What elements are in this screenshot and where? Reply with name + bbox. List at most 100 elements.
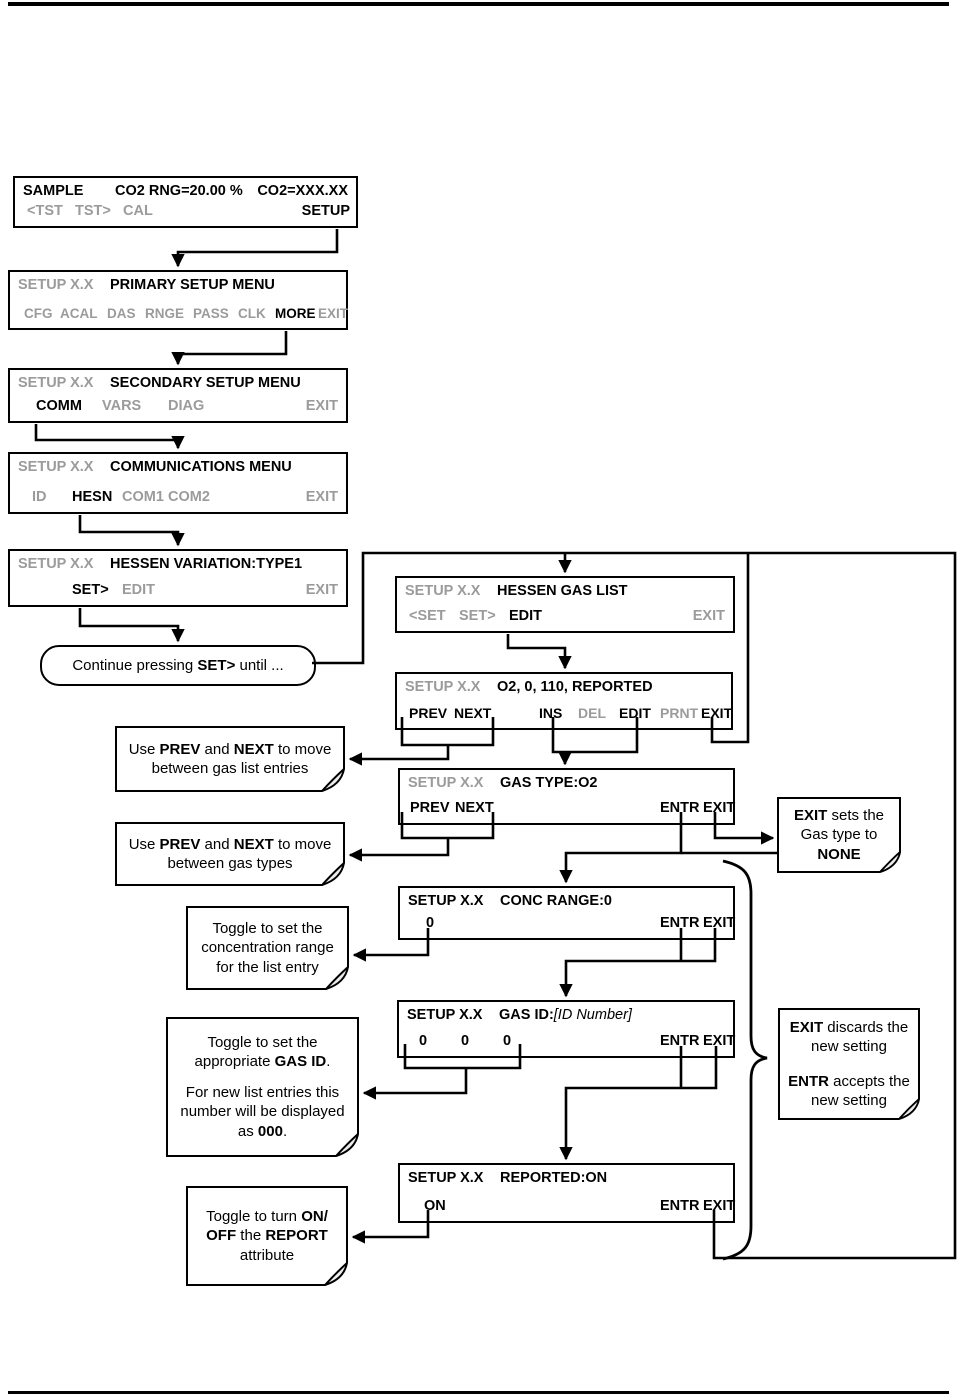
gas-id-label: GAS ID:	[499, 1007, 554, 1023]
screen-hessen-variation: SETUP X.X HESSEN VARIATION:TYPE1 SET> ED…	[8, 549, 348, 607]
note-gas-types: Use PREV and NEXT to move between gas ty…	[115, 822, 346, 887]
screen-sample: SAMPLE CO2 RNG=20.00 % CO2=XXX.XX <TST T…	[13, 176, 358, 228]
status-field: SETUP X.X	[408, 1170, 484, 1186]
screen-reported: SETUP X.X REPORTED:ON ON ENTR EXIT	[398, 1163, 735, 1223]
softkey-cfg: CFG	[24, 305, 53, 321]
softkey-exit: EXIT	[318, 305, 349, 321]
screen-title: GAS TYPE:O2	[500, 775, 598, 791]
softkey-clk: CLK	[238, 305, 266, 321]
mode-field: SAMPLE	[23, 183, 84, 199]
softkey-cal: CAL	[123, 202, 153, 219]
arrow-hesn-to-variation	[78, 515, 185, 547]
softkey-more: MORE	[275, 305, 316, 321]
softkey-tst-prev: <TST	[27, 202, 63, 219]
folded-corner-icon	[324, 1262, 349, 1287]
arrow-to-note-types	[348, 838, 450, 862]
folded-corner-icon	[325, 966, 350, 991]
softkey-digit-3: 0	[503, 1032, 512, 1049]
softkey-com1: COM1	[122, 488, 164, 505]
softkey-entr: ENTR	[660, 799, 700, 816]
status-field: SETUP X.X	[408, 893, 484, 909]
screen-title: SECONDARY SETUP MENU	[110, 375, 301, 391]
screen-communications-menu: SETUP X.X COMMUNICATIONS MENU ID HESN CO…	[8, 452, 348, 514]
softkey-hesn: HESN	[72, 488, 113, 505]
continue-pressing-bubble: Continue pressing SET> until ...	[40, 645, 316, 686]
status-field: SETUP X.X	[18, 277, 94, 293]
folded-corner-icon	[335, 1133, 360, 1158]
note-text: Use PREV and NEXT to move between gas li…	[128, 740, 332, 778]
softkey-exit: EXIT	[703, 1032, 736, 1049]
screen-title: HESSEN VARIATION:TYPE1	[110, 556, 303, 572]
screen-title: GAS ID:[ID Number]	[499, 1008, 632, 1023]
note-exit-none: EXIT sets the Gas type to NONE	[777, 797, 902, 874]
note-text: For new list entries this number will be…	[180, 1083, 345, 1140]
softkey-exit: EXIT	[305, 581, 338, 598]
note-gas-id: Toggle to set the appropriate GAS ID. Fo…	[166, 1017, 360, 1158]
softkey-on: ON	[424, 1197, 446, 1214]
softkey-pass: PASS	[193, 305, 229, 321]
status-field: SETUP X.X	[18, 375, 94, 391]
note-text: Use PREV and NEXT to move between gas ty…	[128, 835, 332, 873]
softkey-edit: EDIT	[509, 607, 543, 624]
softkey-diag: DIAG	[168, 397, 205, 414]
arrow-to-note-entries	[348, 745, 450, 766]
softkey-das: DAS	[107, 305, 136, 321]
conc-field: CO2=XXX.XX	[257, 183, 348, 199]
folded-corner-icon	[321, 862, 346, 887]
folded-corner-icon	[878, 850, 902, 874]
note-gas-list-entries: Use PREV and NEXT to move between gas li…	[115, 726, 346, 793]
softkey-exit: EXIT	[701, 705, 733, 721]
arrow-edit-to-entry	[506, 634, 572, 670]
softkey-entr: ENTR	[660, 1032, 700, 1049]
arrow-more-to-secondary	[171, 331, 288, 366]
note-text: Toggle to turn ON/ OFF the REPORT attrib…	[206, 1207, 328, 1264]
softkey-acal: ACAL	[60, 305, 98, 321]
softkey-set-next: SET>	[459, 607, 496, 624]
note-text: EXIT discards the new setting	[789, 1018, 909, 1056]
screen-hessen-gas-list: SETUP X.X HESSEN GAS LIST <SET SET> EDIT…	[395, 576, 735, 633]
status-field: SETUP X.X	[405, 679, 481, 695]
softkey-digit-1: 0	[419, 1032, 428, 1049]
range-field: CO2 RNG=20.00 %	[115, 183, 243, 199]
screen-gas-id: SETUP X.X GAS ID:[ID Number] 0 0 0 ENTR …	[397, 1000, 735, 1058]
status-field: SETUP X.X	[405, 583, 481, 599]
softkey-next: NEXT	[455, 799, 494, 816]
note-text: Toggle to set the appropriate GAS ID.	[194, 1033, 331, 1071]
arrow-set-to-bubble	[78, 608, 185, 643]
softkey-exit: EXIT	[703, 1197, 736, 1214]
status-field: SETUP X.X	[18, 459, 94, 475]
softkey-rnge: RNGE	[145, 305, 185, 321]
note-conc-range: Toggle to set the concentration range fo…	[186, 906, 350, 991]
softkey-next: NEXT	[454, 705, 492, 721]
gas-id-placeholder: [ID Number]	[553, 1007, 632, 1023]
folded-corner-icon	[321, 768, 346, 793]
note-report-attribute: Toggle to turn ON/ OFF the REPORT attrib…	[186, 1186, 349, 1287]
screen-conc-range: SETUP X.X CONC RANGE:0 0 ENTR EXIT	[398, 886, 735, 940]
softkey-entr: ENTR	[660, 1197, 700, 1214]
arrow-to-note-gasid	[362, 1068, 468, 1100]
status-field: SETUP X.X	[408, 775, 484, 791]
softkey-tst-next: TST>	[75, 202, 111, 219]
softkey-id: ID	[32, 488, 47, 505]
screen-gas-list-entry: SETUP X.X O2, 0, 110, REPORTED PREV NEXT…	[395, 672, 733, 730]
softkey-vars: VARS	[102, 397, 142, 414]
softkey-prnt: PRNT	[660, 705, 699, 721]
note-entr-exit: EXIT discards the new setting ENTR accep…	[778, 1008, 921, 1121]
screen-title: HESSEN GAS LIST	[497, 583, 628, 599]
status-field: SETUP X.X	[407, 1007, 483, 1023]
screen-title: REPORTED:ON	[500, 1170, 608, 1186]
screen-primary-setup: SETUP X.X PRIMARY SETUP MENU CFG ACAL DA…	[8, 270, 348, 330]
softkey-set-prev: <SET	[409, 607, 446, 624]
screen-title: PRIMARY SETUP MENU	[110, 277, 275, 293]
softkey-set-next: SET>	[72, 581, 109, 598]
softkey-exit: EXIT	[692, 607, 725, 624]
note-text: EXIT sets the Gas type to NONE	[793, 806, 885, 863]
screen-title: CONC RANGE:0	[500, 893, 612, 909]
screen-title: COMMUNICATIONS MENU	[110, 459, 292, 475]
softkey-edit: EDIT	[122, 581, 156, 598]
softkey-setup: SETUP	[301, 202, 350, 219]
page-top-rule	[8, 2, 949, 6]
softkey-edit: EDIT	[619, 705, 651, 721]
softkey-comm: COMM	[36, 397, 82, 414]
